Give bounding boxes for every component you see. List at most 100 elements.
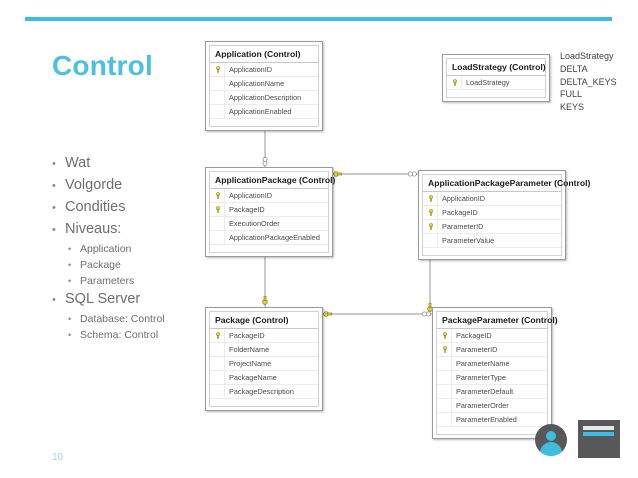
- bullet-label: Database: Control: [80, 313, 165, 325]
- er-column-row[interactable]: LoadStrategy: [447, 76, 545, 90]
- bullet-item: •SQL Server: [52, 291, 222, 307]
- primary-key-icon: [212, 203, 225, 216]
- primary-key-icon: [212, 63, 225, 76]
- er-column-row[interactable]: ParameterEnabled: [437, 413, 547, 427]
- er-table-footer-pad: [210, 119, 318, 126]
- er-table-applicationpackage[interactable]: ApplicationPackage (Control)ApplicationI…: [205, 167, 335, 257]
- bullet-dot-icon: •: [52, 202, 56, 214]
- er-column-name: ExecutionOrder: [229, 219, 280, 228]
- er-column-name: ParameterValue: [442, 236, 495, 245]
- er-column-name: ParameterID: [442, 222, 484, 231]
- er-table-title: LoadStrategy (Control): [447, 59, 546, 76]
- er-table-applicationpackageparameter[interactable]: ApplicationPackageParameter (Control) App…: [418, 170, 590, 260]
- er-column-row[interactable]: ParameterID: [423, 220, 561, 234]
- bullet-label: Application: [80, 243, 132, 255]
- er-table-footer-pad: [437, 427, 547, 434]
- bullet-item: •Package: [52, 259, 222, 271]
- column-gutter: [439, 399, 452, 412]
- er-column-name: ParameterOrder: [456, 401, 509, 410]
- er-table-application[interactable]: Application (Control)ApplicationID Applic…: [205, 41, 323, 131]
- page-title: Control: [52, 50, 153, 81]
- bullet-label: SQL Server: [65, 291, 141, 307]
- er-column-row[interactable]: ApplicationID: [210, 63, 318, 77]
- er-column-name: ParameterType: [456, 373, 506, 382]
- column-gutter: [212, 343, 225, 356]
- er-column-row[interactable]: PackageID: [210, 203, 328, 217]
- column-gutter: [212, 371, 225, 384]
- bullet-label: Niveaus:: [65, 221, 122, 237]
- bullet-item: •Niveaus:: [52, 221, 222, 237]
- bullet-item: •Parameters: [52, 275, 222, 287]
- er-table-footer-pad: [423, 248, 561, 255]
- er-column-row[interactable]: ParameterValue: [423, 234, 561, 248]
- er-column-row[interactable]: ExecutionOrder: [210, 217, 328, 231]
- er-table-inner: ApplicationPackage (Control)ApplicationI…: [209, 171, 335, 253]
- er-column-row[interactable]: PackageName: [210, 371, 318, 385]
- er-column-name: PackageID: [229, 331, 265, 340]
- column-gutter: [212, 231, 225, 244]
- er-column-row[interactable]: ApplicationEnabled: [210, 105, 318, 119]
- primary-key-icon: [425, 206, 438, 219]
- er-table-title: ApplicationPackageParameter (Control): [423, 175, 590, 192]
- er-table-title: Application (Control): [210, 46, 318, 63]
- er-column-row[interactable]: PackageDescription: [210, 385, 318, 399]
- column-gutter: [212, 77, 225, 90]
- er-column-row[interactable]: ApplicationID: [423, 192, 561, 206]
- er-column-name: ProjectName: [229, 359, 272, 368]
- er-column-name: ParameterEnabled: [456, 415, 517, 424]
- er-column-row[interactable]: PackageID: [437, 329, 547, 343]
- er-column-row[interactable]: ApplicationID: [210, 189, 328, 203]
- column-gutter: [439, 357, 452, 370]
- er-column-row[interactable]: ApplicationPackageEnabled: [210, 231, 328, 245]
- er-column-row[interactable]: ParameterID: [437, 343, 547, 357]
- er-column-row[interactable]: ParameterOrder: [437, 399, 547, 413]
- er-column-row[interactable]: FolderName: [210, 343, 318, 357]
- er-column-name: ParameterDefault: [456, 387, 514, 396]
- bullet-dot-icon: •: [68, 276, 72, 286]
- er-table-loadstrategy[interactable]: LoadStrategy (Control)LoadStrategy: [442, 54, 550, 102]
- bullet-dot-icon: •: [52, 180, 56, 192]
- column-gutter: [212, 105, 225, 118]
- bullet-item: •Database: Control: [52, 313, 222, 325]
- er-column-row[interactable]: ParameterDefault: [437, 385, 547, 399]
- er-column-name: FolderName: [229, 345, 270, 354]
- er-column-row[interactable]: ApplicationName: [210, 77, 318, 91]
- column-gutter: [439, 385, 452, 398]
- avatar-head-shape: [546, 431, 556, 441]
- er-column-row[interactable]: ParameterName: [437, 357, 547, 371]
- er-table-inner: PackageParameter (Control) PackageID Param…: [436, 311, 558, 435]
- primary-key-icon: [449, 76, 462, 89]
- er-column-row[interactable]: PackageID: [423, 206, 561, 220]
- er-column-name: PackageID: [229, 205, 265, 214]
- er-table-title: ApplicationPackage (Control): [210, 172, 335, 189]
- er-column-name: PackageID: [456, 331, 492, 340]
- primary-key-icon: [212, 329, 225, 342]
- brand-logo-line-secondary: [583, 432, 614, 436]
- bullet-label: Schema: Control: [80, 329, 159, 341]
- brand-logo-block: [578, 420, 620, 458]
- er-column-name: PackageDescription: [229, 387, 294, 396]
- er-table-title: PackageParameter (Control): [437, 312, 558, 329]
- er-column-row[interactable]: PackageID: [210, 329, 318, 343]
- er-column-name: ApplicationID: [442, 194, 485, 203]
- er-table-packageparameter[interactable]: PackageParameter (Control) PackageID Param…: [432, 307, 558, 439]
- bullet-dot-icon: •: [68, 244, 72, 254]
- bullet-label: Package: [80, 259, 121, 271]
- bullet-item: •Condities: [52, 199, 222, 215]
- er-column-row[interactable]: ProjectName: [210, 357, 318, 371]
- column-gutter: [439, 371, 452, 384]
- er-table-footer-pad: [447, 90, 545, 97]
- bullet-list: •Wat•Volgorde•Condities•Niveaus:•Applica…: [52, 155, 222, 345]
- primary-key-icon: [425, 192, 438, 205]
- er-table-title: Package (Control): [210, 312, 318, 329]
- column-gutter: [425, 234, 438, 247]
- er-column-row[interactable]: ApplicationDescription: [210, 91, 318, 105]
- bullet-item: •Wat: [52, 155, 222, 171]
- er-column-row[interactable]: ParameterType: [437, 371, 547, 385]
- er-table-inner: ApplicationPackageParameter (Control) App…: [422, 174, 590, 256]
- er-column-name: ApplicationName: [229, 79, 285, 88]
- bullet-dot-icon: •: [52, 158, 56, 170]
- bullet-dot-icon: •: [68, 330, 72, 340]
